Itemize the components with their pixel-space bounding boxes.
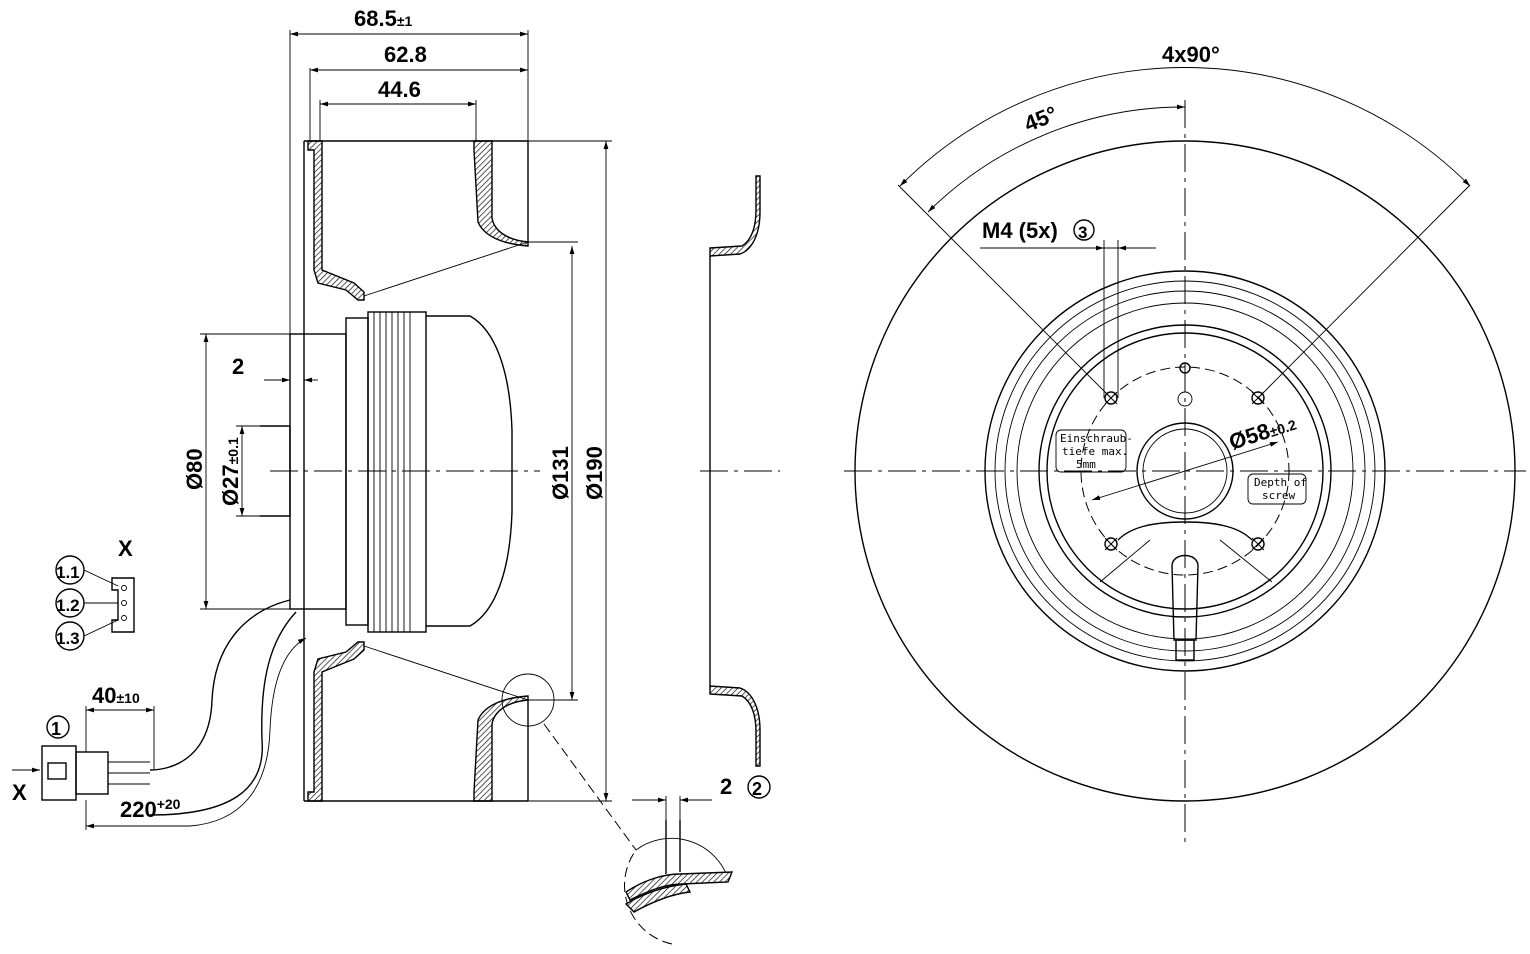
note-en-line2: screw	[1262, 489, 1295, 502]
dim-total-depth: 68.5±1	[354, 6, 413, 31]
note-de-box	[1055, 429, 1127, 473]
side-view: 68.5±1 62.8 44.6 2 Ø80 Ø27±0.1 Ø131 Ø190	[149, 6, 637, 851]
thread-label: M4 (5x)	[982, 218, 1058, 243]
connector-arrow-label: X	[12, 780, 27, 805]
inlet-ring-upper	[709, 175, 761, 257]
angle-arc-45	[927, 104, 1186, 213]
pin-3-label: 1.3	[56, 629, 80, 648]
cable-upper	[149, 599, 291, 771]
callout-3-bubble	[1073, 219, 1095, 241]
rotor-ribs	[373, 312, 411, 632]
callout-3: 3	[1078, 223, 1087, 242]
motor-flange-circle	[1038, 324, 1332, 618]
rotor	[367, 311, 427, 633]
dim-shaft-dia: Ø27±0.1	[218, 437, 243, 506]
impeller-shroud-upper	[473, 140, 529, 247]
pin-2-label: 1.2	[56, 596, 80, 615]
dim-cable-len: 220+20	[120, 796, 181, 822]
note-de-line3: 5mm	[1076, 458, 1096, 471]
plug-terminals	[75, 751, 109, 795]
dim-center-dia: Ø58±0.2	[1226, 410, 1299, 455]
inlet-circle	[984, 270, 1386, 672]
dim-angle-offset: 45°	[1021, 101, 1061, 137]
impeller-shroud-lower	[473, 695, 529, 802]
dim-lead-strip: 40±10	[92, 683, 140, 708]
dim-angle-pattern: 4x90°	[1162, 42, 1220, 67]
cable-lower	[149, 611, 297, 816]
cable-outlet	[1171, 554, 1199, 641]
note-en-box	[1247, 473, 1307, 505]
front-view: 4x90° 45° M4 (5x) 3 Ø58±0.2 Einschraub- …	[844, 42, 1526, 842]
dim-hub-dia: Ø80	[182, 448, 207, 490]
bolt-circle	[1080, 366, 1290, 576]
callout-1: 1	[51, 719, 61, 739]
callout-1-bubble	[46, 715, 70, 739]
detail-arc	[624, 849, 673, 945]
dim-depth-3: 44.6	[378, 77, 421, 102]
dim-outer-dia: Ø190	[582, 446, 607, 500]
dim-offset: 2	[232, 354, 244, 379]
dim-inlet-dia: Ø131	[548, 446, 573, 500]
plug-body	[41, 745, 77, 801]
dim-depth-2: 62.8	[384, 42, 427, 67]
note-en-line1: Depth of	[1254, 476, 1307, 489]
detail-circle	[501, 673, 555, 727]
inlet-ring-lower	[709, 685, 761, 767]
note-de-line1: Einschraub-	[1060, 432, 1133, 445]
inlet-ring-view: 2 2	[624, 175, 780, 945]
callout-2: 2	[752, 779, 762, 799]
dim-gap: 2	[720, 774, 732, 799]
note-de-line2: tiefe max.	[1062, 445, 1128, 458]
pin-1-label: 1.1	[56, 563, 80, 582]
connector-housing	[111, 577, 135, 633]
rotor-dome	[426, 315, 513, 627]
connector-detail: X 1.1 1.2 1.3 1 X 40±10 220+20	[12, 536, 307, 830]
connector-view-label: X	[118, 536, 133, 561]
callout-2-bubble	[747, 775, 771, 799]
impeller-back-plate-lower	[307, 641, 365, 802]
impeller-outer-circle	[854, 140, 1516, 802]
impeller-back-plate	[307, 140, 365, 301]
